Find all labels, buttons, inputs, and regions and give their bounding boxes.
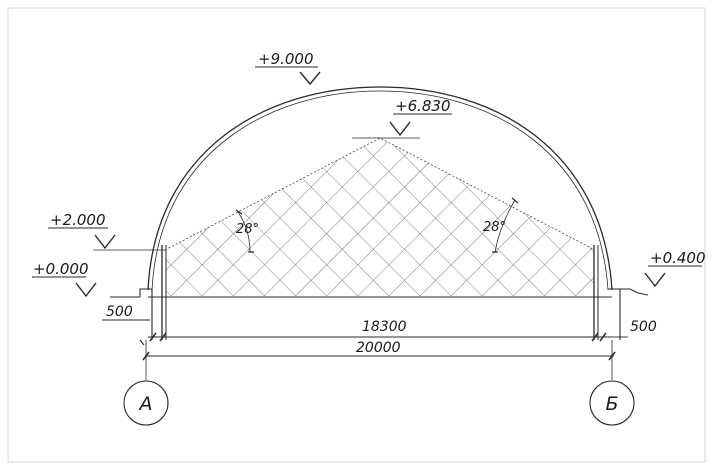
dimension-left-offset-label: 500 bbox=[106, 304, 133, 320]
elevation-top: +9.000 bbox=[255, 50, 321, 86]
elevation-pile-peak-label: +6.830 bbox=[395, 97, 451, 115]
elevation-left-wall-label: +2.000 bbox=[50, 211, 106, 229]
dimension-inner-label: 18300 bbox=[362, 319, 407, 335]
axis-leaders bbox=[145, 340, 613, 380]
foundations bbox=[110, 288, 649, 346]
material-pile bbox=[164, 137, 596, 296]
axis-bubble-a: А bbox=[123, 380, 169, 426]
axis-a-label: А bbox=[138, 393, 153, 415]
angle-right-label: 28° bbox=[483, 220, 506, 235]
drawing-border bbox=[7, 7, 706, 463]
elevation-ground: +0.000 bbox=[32, 260, 97, 298]
angle-right: 28° bbox=[483, 197, 519, 253]
elevation-ground-label: +0.000 bbox=[33, 260, 89, 278]
angle-left: 28° bbox=[235, 209, 259, 253]
arch-roof bbox=[147, 86, 613, 291]
walls bbox=[161, 245, 599, 340]
elevation-right-ground: +0.400 bbox=[644, 249, 706, 288]
elevation-pile-peak: +6.830 bbox=[389, 97, 452, 137]
axis-b-label: Б bbox=[605, 393, 618, 415]
dimension-right-offset-label: 500 bbox=[630, 319, 657, 335]
dimension-total-label: 20000 bbox=[356, 340, 401, 356]
dimension-inner bbox=[148, 332, 612, 342]
level-lines bbox=[93, 137, 420, 251]
elevation-right-ground-label: +0.400 bbox=[650, 249, 706, 267]
elevation-top-label: +9.000 bbox=[258, 50, 314, 68]
axis-bubble-b: Б bbox=[589, 380, 635, 426]
elevation-left-wall: +2.000 bbox=[48, 211, 116, 250]
angle-left-label: 28° bbox=[236, 222, 259, 237]
